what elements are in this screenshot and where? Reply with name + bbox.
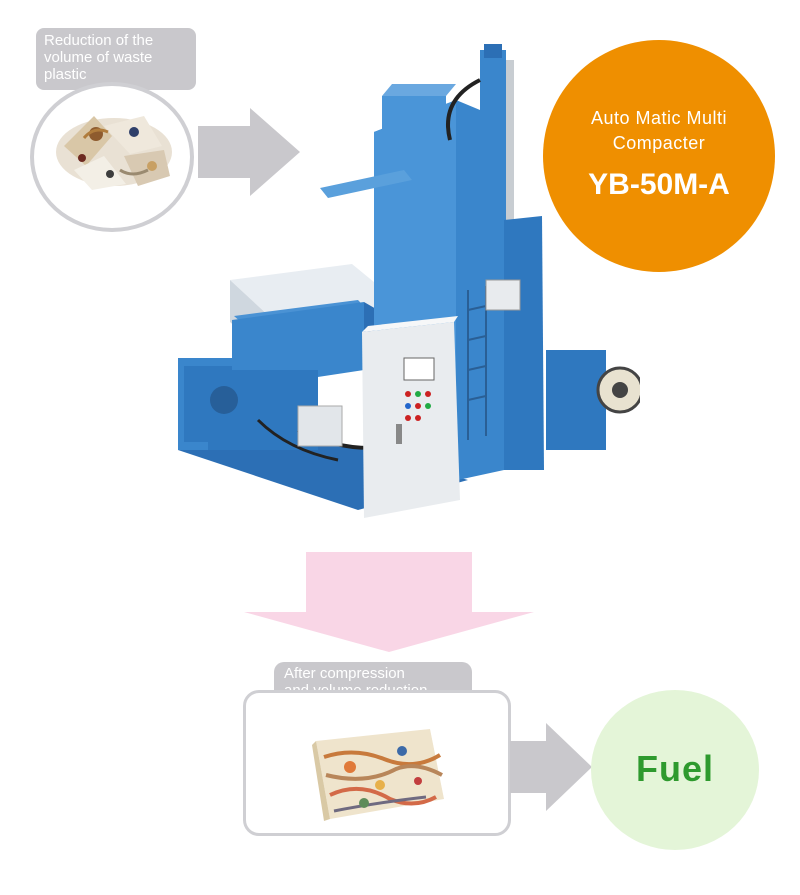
waste-plastic-circle [30,82,194,232]
product-model: YB-50M-A [588,168,730,201]
waste-label-line3: plastic [44,66,87,83]
arrow-right-icon-bottom [510,723,592,811]
waste-plastic-image [56,116,172,190]
arrow-right-icon [198,108,300,196]
fuel-label: Fuel [635,748,714,789]
product-subtitle-line2: Compacter [612,133,706,153]
product-subtitle: Auto Matic Multi Compacter [543,106,775,156]
arrow-down-icon [244,552,534,652]
product-badge: Auto Matic Multi Compacter YB-50M-A [543,40,775,272]
compressed-bale-box [243,690,511,836]
product-subtitle-line1: Auto Matic Multi [590,108,728,128]
waste-label-line1: Reduction of the [44,32,154,49]
after-label-line1: After compression [284,665,405,682]
compressed-bale-image [312,729,444,821]
waste-label: Reduction of the volume of waste plastic [36,28,196,90]
waste-label-line2: volume of waste [44,49,153,66]
fuel-circle: Fuel [591,690,759,850]
compactor-machine-image [178,44,640,518]
